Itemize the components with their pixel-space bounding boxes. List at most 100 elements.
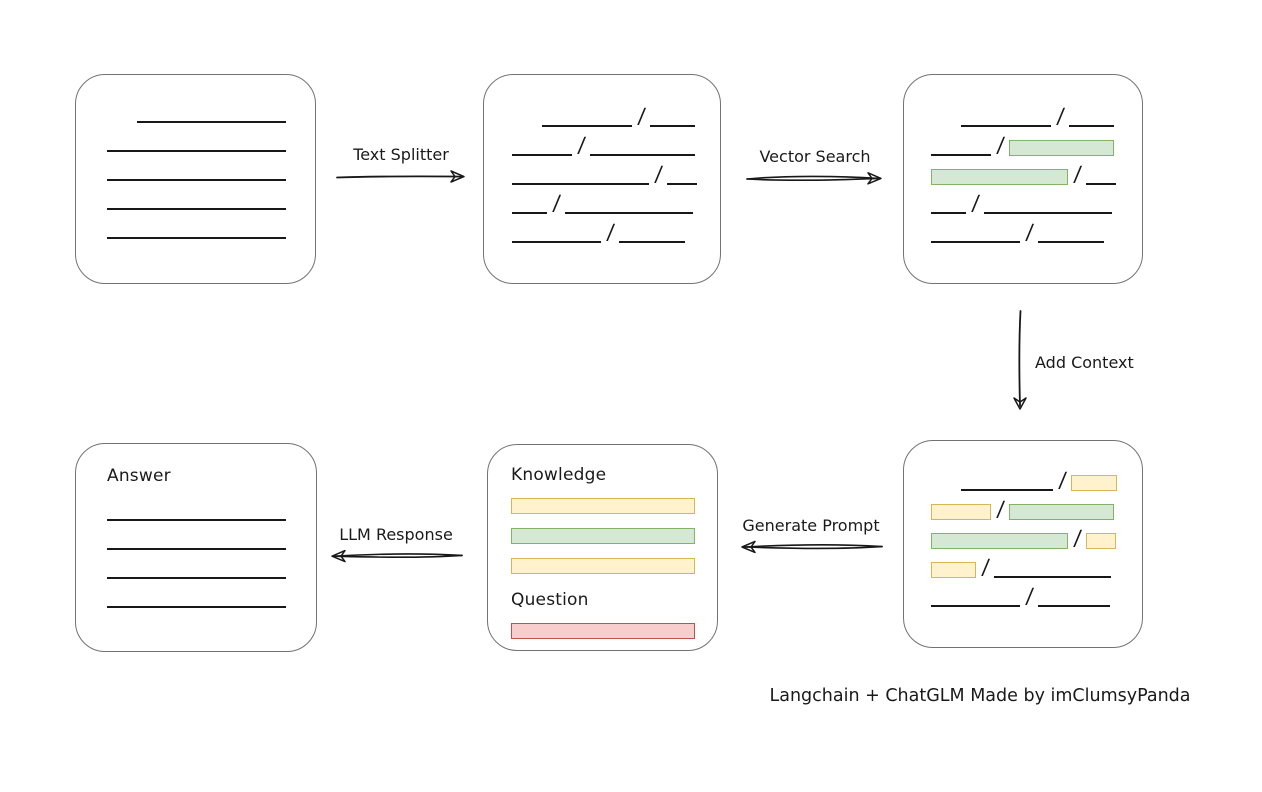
text-line [994,576,1112,578]
green-highlight [1009,140,1115,156]
down-arrow-icon [1013,310,1027,410]
red-highlight [511,623,695,639]
slash-separator: / [980,555,991,579]
question-label: Question [511,590,589,610]
chunk-row: / [961,104,1142,128]
text-line [565,212,694,214]
text-line [1038,605,1111,607]
chunk-row: / [931,133,1142,157]
text-line [107,237,286,239]
chunk-row [511,558,695,574]
chunk-lines: / / / / / [512,104,720,244]
slash-separator: / [1072,526,1083,550]
text-line [931,241,1020,243]
green-highlight [931,169,1068,185]
answer-label: Answer [107,466,171,486]
slash-separator: / [576,133,587,157]
text-line [107,208,286,210]
text-line [650,125,696,127]
chunk-row [137,103,315,123]
vector-search-arrow: Vector Search [744,147,886,187]
llm-response-arrow: LLM Response [326,525,466,565]
text-line [961,489,1053,491]
text-line [1069,125,1115,127]
question-bar [511,623,695,639]
chunk-row: / [542,104,720,128]
yellow-highlight [511,558,695,574]
generate-prompt-arrow-label: Generate Prompt [742,516,880,535]
llm-response-arrow-label: LLM Response [339,525,453,544]
add-context-arrow-label: Add Context [1035,353,1134,372]
chunk-row [511,498,695,514]
text-splitter-arrow-label: Text Splitter [353,145,449,164]
match-lines: / / / / / [931,104,1142,244]
slash-separator: / [1072,162,1083,186]
answer-lines [107,501,316,608]
text-line [512,241,601,243]
answer-box: Answer [75,443,317,652]
slash-separator: / [551,191,562,215]
right-arrow-icon [746,172,882,185]
text-line [619,241,686,243]
text-line [107,179,286,181]
text-line [1086,183,1117,185]
green-highlight [931,533,1068,549]
left-arrow-icon [741,540,883,554]
slash-separator: / [605,220,616,244]
chunks-box: / / / / / [483,74,721,284]
chunk-row [511,623,695,639]
generate-prompt-arrow: Generate Prompt [736,516,886,556]
chunk-row: / [931,162,1142,186]
text-line [931,154,991,156]
right-arrow-icon [336,170,465,183]
yellow-highlight [511,498,695,514]
text-line [137,121,286,123]
chunk-row [107,559,316,579]
slash-separator: / [653,162,664,186]
chunk-row [107,161,315,181]
add-context-arrow [1009,308,1031,418]
slash-separator: / [1024,584,1035,608]
prompt-box: Knowledge Question [487,444,718,651]
text-line [107,548,286,550]
knowledge-bars [511,498,695,574]
left-arrow-icon [331,549,463,563]
diagram-caption: Langchain + ChatGLM Made by imClumsyPand… [769,686,1191,706]
text-line [107,519,286,521]
chunk-row: / [961,468,1142,492]
document-lines [107,103,315,239]
vector-search-arrow-label: Vector Search [759,147,871,166]
chunk-row [107,501,316,521]
chunk-row [107,530,316,550]
slash-separator: / [636,104,647,128]
chunk-row: / [512,220,720,244]
text-line [931,212,966,214]
chunk-row: / [931,220,1142,244]
vector-matches-box: / / / / / [903,74,1143,284]
chunk-row [107,588,316,608]
chunk-row: / [931,191,1142,215]
text-line [1038,241,1105,243]
slash-separator: / [995,497,1006,521]
slash-separator: / [1055,104,1066,128]
chunk-row: / [931,584,1142,608]
context-lines: / / / / / [931,468,1142,608]
text-line [107,150,286,152]
yellow-highlight [1071,475,1118,491]
slash-separator: / [995,133,1006,157]
chunk-row: / [931,526,1142,550]
text-line [590,154,696,156]
text-line [512,154,572,156]
text-line [512,212,547,214]
slash-separator: / [1024,220,1035,244]
slash-separator: / [970,191,981,215]
chunk-row: / [512,191,720,215]
chunk-row [511,528,695,544]
chunk-row [107,190,315,210]
yellow-highlight [931,562,976,578]
text-line [667,183,698,185]
text-line [931,605,1020,607]
text-line [512,183,649,185]
context-box: / / / / / [903,440,1143,648]
